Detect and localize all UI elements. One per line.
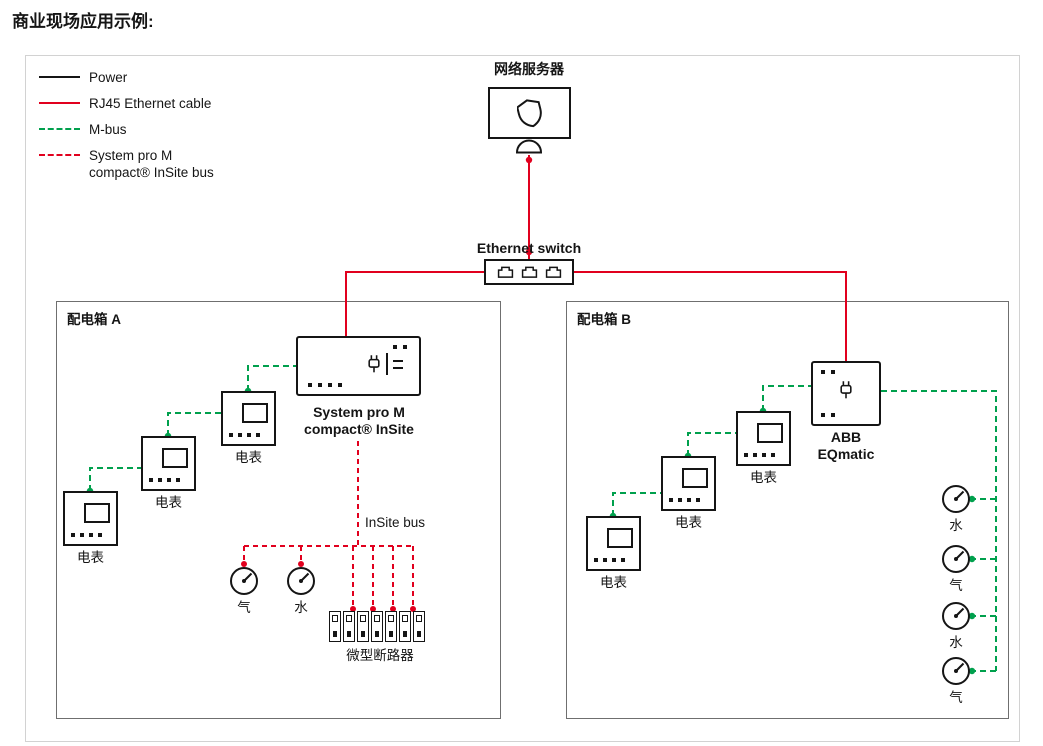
energy-meter (736, 411, 791, 466)
legend-item-rj45: RJ45 Ethernet cable (39, 95, 214, 112)
water-gauge (286, 566, 316, 596)
circuit-breaker (343, 611, 355, 642)
diagram-frame: 配电箱 A 配电箱 B (25, 55, 1020, 742)
gas-gauge (941, 544, 971, 574)
legend-label-mbus: M-bus (89, 122, 127, 137)
shield-icon (516, 99, 542, 128)
meter-display (162, 448, 188, 468)
gauge-dial-icon (230, 567, 258, 595)
device-pins (393, 345, 407, 349)
eqmatic-symbol (839, 380, 853, 405)
ethernet-switch-label: Ethernet switch (476, 240, 582, 256)
insite-label-line2: compact® InSite (304, 421, 414, 437)
insite-label-line1: System pro M (313, 404, 405, 420)
legend-label-rj45: RJ45 Ethernet cable (89, 96, 212, 111)
meter-label: 电表 (600, 575, 627, 590)
circuit-breaker (357, 611, 369, 642)
circuit-breaker (399, 611, 411, 642)
circuit-breaker (371, 611, 383, 642)
legend-insite-line1: System pro M (89, 148, 173, 163)
legend-item-power: Power (39, 69, 214, 86)
rj45-port-icon (545, 266, 561, 278)
gas-gauge (941, 656, 971, 686)
meter-display (242, 403, 268, 423)
gas-gauge-label: 气 (237, 600, 251, 615)
water-gauge-label: 水 (949, 635, 963, 650)
meter-terminals (669, 498, 700, 502)
gauge-dial-icon (942, 545, 970, 573)
eqmatic-label-line2: EQmatic (817, 446, 875, 462)
meter-terminals (229, 433, 260, 437)
meter-display (84, 503, 110, 523)
network-server-label: 网络服务器 (494, 61, 564, 77)
meter-label: 电表 (235, 450, 262, 465)
insite-symbols (367, 352, 403, 376)
power-line-swatch (39, 76, 80, 78)
mbus-line-swatch (39, 128, 80, 130)
water-gauge (941, 484, 971, 514)
gauge-dial-icon (942, 485, 970, 513)
device-pins (821, 370, 835, 374)
meter-terminals (149, 478, 180, 482)
circuit-breaker (385, 611, 397, 642)
box-b-title: 配电箱 B (577, 312, 631, 327)
rj45-port-icon (497, 266, 513, 278)
energy-meter (141, 436, 196, 491)
legend-item-mbus: M-bus (39, 121, 214, 138)
water-gauge (941, 601, 971, 631)
meter-label: 电表 (750, 470, 777, 485)
divider-bar (386, 353, 388, 375)
insite-gateway-device (296, 336, 421, 396)
eqmatic-gateway-device (811, 361, 881, 426)
distribution-box-a: 配电箱 A (56, 301, 501, 719)
circuit-breaker (329, 611, 341, 642)
legend-insite-line2: compact® InSite bus (89, 165, 214, 180)
plug-icon (840, 381, 852, 399)
meter-display (607, 528, 633, 548)
meter-label: 电表 (675, 515, 702, 530)
gas-gauge-label: 气 (949, 690, 963, 705)
eqmatic-gateway-label: ABB EQmatic (796, 429, 896, 463)
energy-meter (63, 491, 118, 546)
network-server-monitor (488, 87, 571, 139)
breakers-label: 微型断路器 (346, 648, 414, 663)
device-pins (821, 413, 835, 417)
legend-item-insite-bus: System pro M compact® InSite bus (39, 147, 214, 181)
gas-gauge (229, 566, 259, 596)
meter-label: 电表 (155, 495, 182, 510)
meter-display (757, 423, 783, 443)
page-title: 商业现场应用示例: (12, 12, 154, 31)
water-gauge-label: 水 (949, 518, 963, 533)
gauge-dial-icon (942, 657, 970, 685)
water-gauge-label: 水 (294, 600, 308, 615)
meter-terminals (71, 533, 102, 537)
meter-terminals (744, 453, 775, 457)
insite-gateway-label: System pro M compact® InSite (278, 404, 440, 438)
gas-gauge-label: 气 (949, 578, 963, 593)
insite-bus-line-swatch (39, 154, 80, 156)
box-a-title: 配电箱 A (67, 312, 121, 327)
rj45-port-icon (521, 266, 537, 278)
meter-label: 电表 (77, 550, 104, 565)
energy-meter (586, 516, 641, 571)
legend-label-insite-bus: System pro M compact® InSite bus (89, 147, 214, 181)
plug-icon (368, 355, 380, 373)
rj45-line-swatch (39, 102, 80, 104)
meter-display (682, 468, 708, 488)
legend: Power RJ45 Ethernet cable M-bus System p… (39, 69, 214, 190)
insite-bus-label: InSite bus (365, 515, 426, 530)
device-pins (308, 383, 342, 387)
legend-label-power: Power (89, 70, 128, 85)
energy-meter (221, 391, 276, 446)
circuit-breaker (413, 611, 425, 642)
equals-marks (393, 359, 403, 369)
eqmatic-label-line1: ABB (830, 429, 862, 445)
energy-meter (661, 456, 716, 511)
miniature-circuit-breakers (329, 611, 425, 642)
gauge-dial-icon (287, 567, 315, 595)
monitor-stand (515, 139, 543, 154)
gauge-dial-icon (942, 602, 970, 630)
meter-terminals (594, 558, 625, 562)
ethernet-switch (484, 259, 574, 285)
